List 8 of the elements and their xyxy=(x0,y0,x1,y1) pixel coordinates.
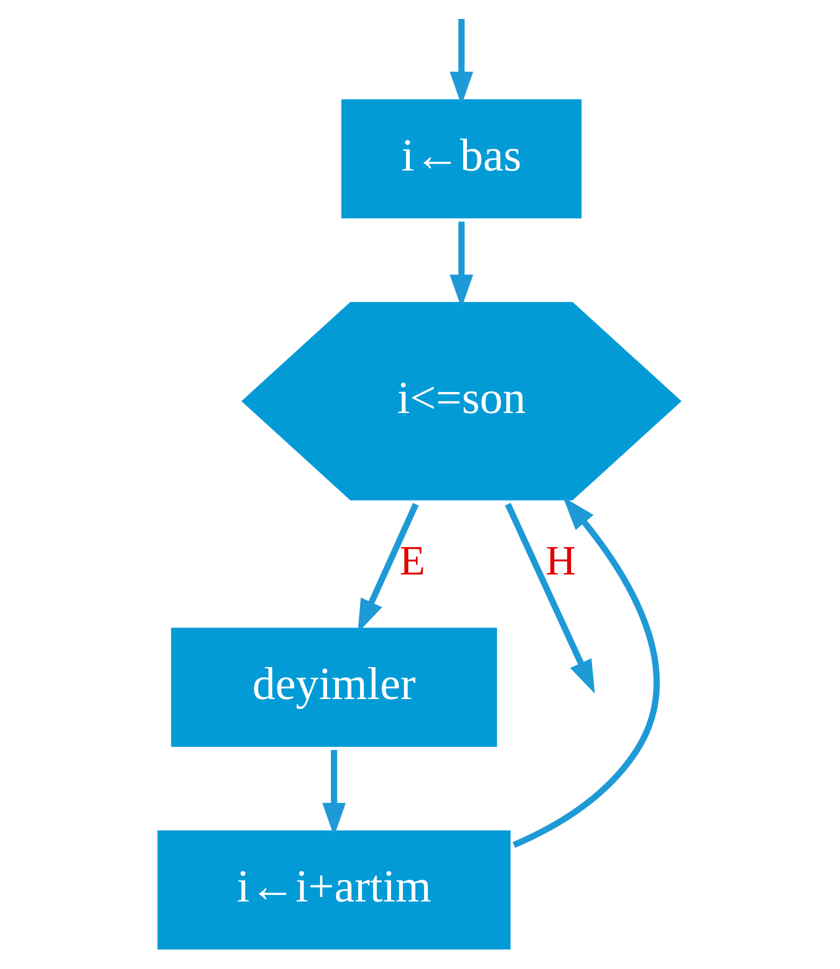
arrow xyxy=(357,502,418,632)
arrow xyxy=(512,496,659,848)
arrow xyxy=(449,18,473,105)
arrow xyxy=(322,750,346,836)
edge-label: E xyxy=(399,538,425,584)
arrow xyxy=(449,221,473,308)
arrow xyxy=(504,502,594,694)
edge-label: H xyxy=(545,538,576,584)
